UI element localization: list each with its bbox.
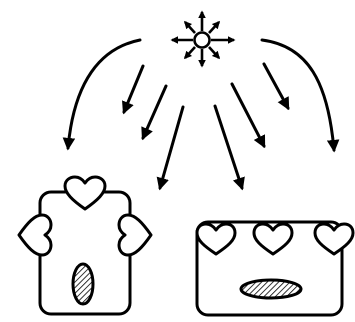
light-source-icon <box>172 12 234 66</box>
arrow-right-long <box>215 106 242 188</box>
heart-icon <box>19 215 51 255</box>
tall-cell-nucleus <box>73 264 93 304</box>
arrow-curved-right <box>262 40 334 150</box>
arrow-curved-left <box>68 40 140 148</box>
wide-cell-nucleus <box>241 280 301 298</box>
light-source-core <box>195 33 210 48</box>
arrow-left-short <box>124 66 143 112</box>
heart-icon <box>119 215 151 255</box>
arrow-right-mid <box>232 84 264 146</box>
arrow-left-long <box>160 107 183 188</box>
arrow-left-mid <box>143 86 166 138</box>
arrow-right-short <box>264 64 288 108</box>
tall-cell-icon <box>19 177 151 314</box>
wide-cell-icon <box>197 222 353 315</box>
